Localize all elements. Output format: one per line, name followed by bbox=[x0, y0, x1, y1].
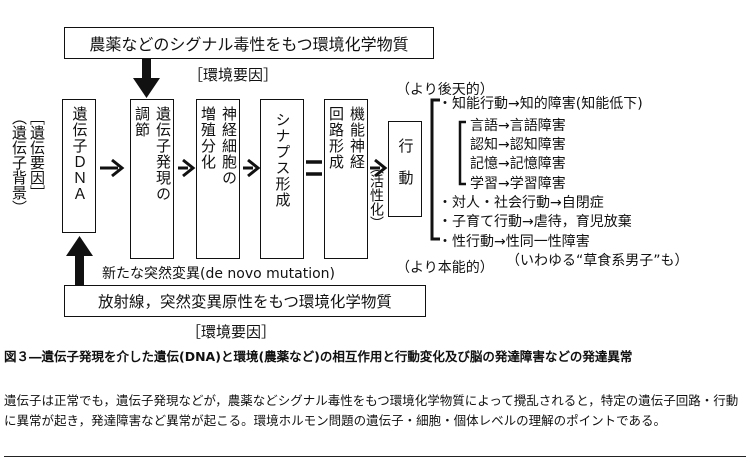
outcome-cognition: 認知→認知障害 bbox=[470, 137, 566, 153]
bottom-env-label: ［環境要因］ bbox=[186, 323, 277, 341]
acquired-label: （より後天的） bbox=[396, 82, 494, 98]
outcome-parenting: ・子育て行動→虐待，育児放棄 bbox=[438, 214, 632, 230]
mutation-label: 新たな突然変異(de novo mutation) bbox=[102, 266, 336, 282]
behavior-text: 行 動 bbox=[396, 138, 415, 186]
figure-caption-body: 遺伝子は正常でも，遺伝子発現などが，農薬などシグナル毒性をもつ環境化学物質によっ… bbox=[4, 393, 739, 428]
synapse-box: シナプス形成 bbox=[260, 99, 304, 259]
arrow-neuron-to-synapse bbox=[243, 158, 261, 178]
gene-expression-text-1: 遺伝子発現の bbox=[154, 106, 172, 202]
bottom-environment-text: 放射線，突然変異原性をもつ環境化学物質 bbox=[98, 293, 392, 311]
outcome-bracket bbox=[430, 98, 440, 241]
neural-circuit-text-2: 回路形成 bbox=[327, 106, 345, 170]
outcome-social: ・対人・社会行動→自閉症 bbox=[438, 195, 604, 211]
outcome-intellectual: ・知能行動→知的障害(知能低下) bbox=[438, 96, 643, 112]
genetic-factor-label: ［遺伝要因］ （遺伝子背景） bbox=[6, 110, 46, 320]
outcome-memory: 記憶→記憶障害 bbox=[470, 156, 566, 172]
equals-synapse-circuit bbox=[306, 160, 322, 176]
genetic-background-text: （遺伝子背景） bbox=[10, 110, 28, 215]
top-environment-box: 農薬などのシグナル毒性をもつ環境化学物質 bbox=[64, 27, 434, 59]
genetic-factor-text: ［遺伝要因］ bbox=[28, 110, 46, 200]
figure-caption-title: 図３―遺伝子発現を介した遺伝(DNA)と環境(農薬など)の相互作用と行動変化及び… bbox=[4, 349, 633, 364]
innate-label: （より本能的） bbox=[396, 260, 494, 276]
herbivore-note: （いわゆる“草食系男子”も） bbox=[506, 253, 689, 269]
top-env-label: ［環境要因］ bbox=[188, 66, 279, 84]
neural-circuit-box: 機能神経 回路形成 bbox=[324, 99, 368, 259]
gene-expression-text-2: 調節 bbox=[133, 106, 151, 138]
neuron-box: 神経細胞の 増殖分化 bbox=[196, 99, 240, 259]
neuron-text-2: 増殖分化 bbox=[199, 106, 217, 170]
sub-outcome-bracket bbox=[458, 120, 466, 186]
outcome-language: 言語→言語障害 bbox=[470, 118, 566, 134]
up-arrow-from-bottom bbox=[66, 236, 93, 287]
arrow-expression-to-neuron bbox=[178, 158, 196, 178]
neural-circuit-text-1: 機能神経 bbox=[348, 106, 366, 170]
neuron-text-1: 神経細胞の bbox=[220, 106, 238, 186]
arrow-circuit-to-behavior bbox=[370, 158, 388, 178]
arrow-dna-to-expression bbox=[100, 158, 125, 178]
synapse-text: シナプス形成 bbox=[273, 112, 292, 208]
outcome-learning: 学習→学習障害 bbox=[470, 176, 566, 192]
top-environment-text: 農薬などのシグナル毒性をもつ環境化学物質 bbox=[89, 35, 409, 54]
down-arrow-from-top bbox=[133, 59, 160, 98]
dna-text: 遺伝子ＤＮＡ bbox=[70, 106, 89, 202]
gene-expression-box: 遺伝子発現の 調節 bbox=[130, 99, 174, 259]
bottom-environment-box: 放射線，突然変異原性をもつ環境化学物質 bbox=[64, 285, 426, 317]
bottom-rule bbox=[4, 456, 746, 457]
activation-label: （活性化） bbox=[368, 160, 384, 230]
outcome-sexual: ・性行動→性同一性障害 bbox=[438, 234, 590, 250]
behavior-box: 行 動 bbox=[388, 121, 422, 217]
dna-box: 遺伝子ＤＮＡ bbox=[62, 99, 96, 233]
